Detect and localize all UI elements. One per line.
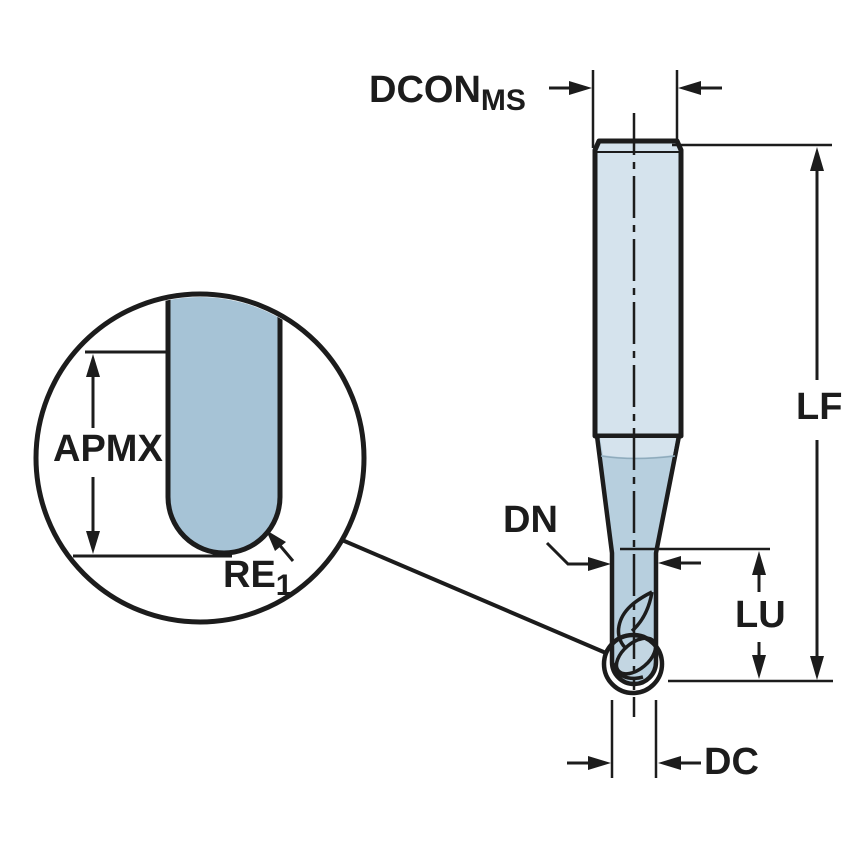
dim-lu [620,547,770,679]
dim-label-lu: LU [735,594,786,636]
dim-dconms [549,70,722,148]
dim-label-dn: DN [503,499,558,541]
dim-label-lf: LF [796,386,843,428]
re1-base-text: RE [223,554,276,596]
dim-label-apmx: APMX [53,428,163,470]
tool-shank [592,138,684,439]
taper-highlight [600,438,676,458]
dim-label-dc: DC [704,741,759,783]
detail-connector-line [341,538,607,655]
tool-main-view [592,113,684,717]
dconms-subscript-text: MS [480,84,526,117]
detail-target-circle [601,632,665,696]
dim-dn [545,541,701,571]
taper-shade-line [600,455,676,460]
leader-re1 [266,530,295,562]
re1-subscript-text: 1 [275,569,293,602]
dim-dc [567,700,701,778]
dim-lf [668,143,833,683]
dconms-base-text: DCON [369,69,481,111]
dimension-lines [545,70,833,778]
detail-view [33,291,665,696]
flute-edge-left [616,590,653,652]
dim-label-re1: RE1 [223,554,292,601]
dim-apmx [73,350,232,558]
dim-label-dconms: DCONMS [369,69,526,116]
flute-bottom-edge [611,662,644,681]
detail-ball-nose-profile [165,297,283,556]
